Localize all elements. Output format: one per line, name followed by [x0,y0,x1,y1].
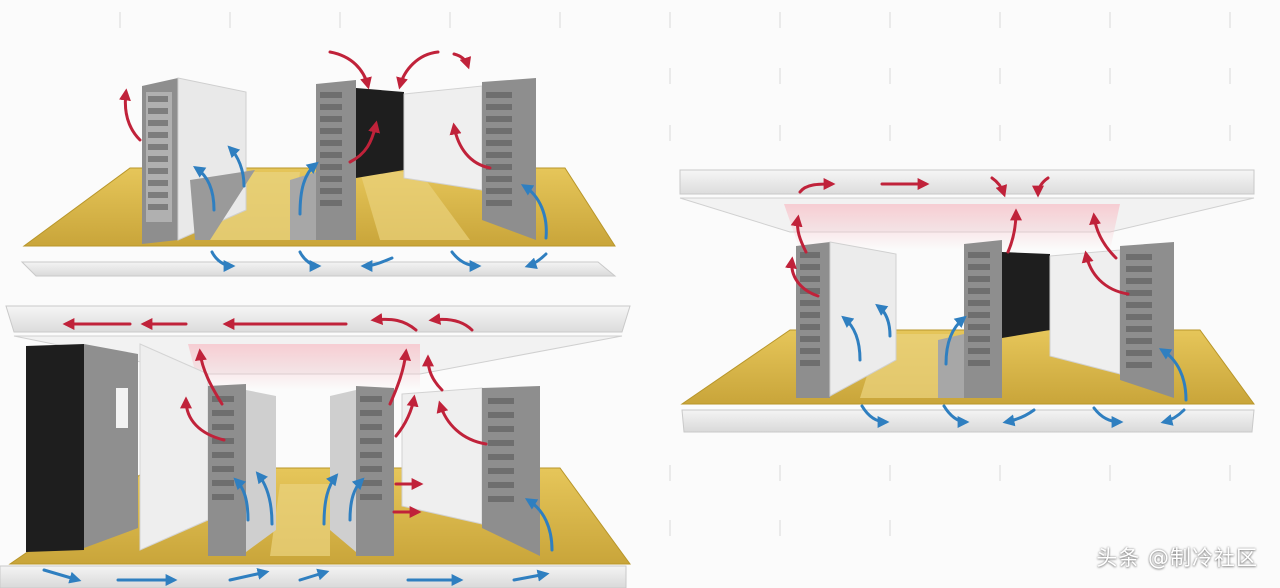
hot-aisle-glow [188,344,420,390]
under-floor-plenum [20,261,617,277]
perforated-tile-row [360,172,470,240]
cold-air-flow [841,303,1188,428]
wall-panel [139,343,209,551]
ceiling-return-plenum [679,169,1255,195]
hot-aisle-glow [784,204,1120,250]
rack-row [796,241,897,398]
hot-air-flow [62,313,488,518]
cold-air-flow [193,145,548,272]
hot-air-flow [119,50,492,170]
panel-right [679,169,1255,433]
background-ticks [119,12,1231,536]
rack-row [330,386,394,556]
cold-air-flow [42,471,554,586]
panel-top-left [20,50,617,277]
rack-row [208,384,276,556]
perforated-tile-row [270,484,330,556]
watermark-text: 头条 @制冷社区 [1096,546,1258,570]
rack-row [938,240,1050,398]
panel-bottom-left [0,305,631,588]
crac-unit [26,344,138,552]
rack-row [401,386,540,556]
ceiling-return-plenum [5,305,631,333]
rack-row [290,80,404,240]
rack-row [403,78,536,240]
hot-air-flow [785,176,1130,298]
rack-row [142,77,255,244]
